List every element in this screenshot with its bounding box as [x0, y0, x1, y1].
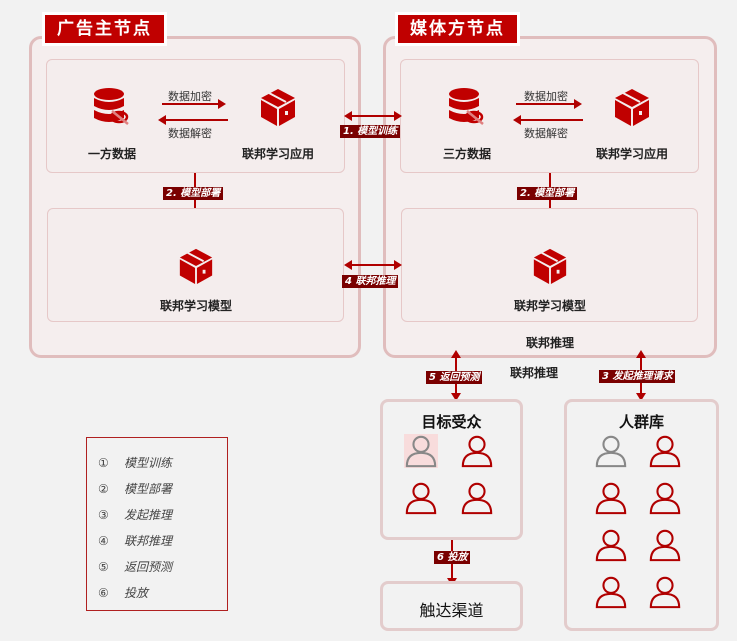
- user-icon: [594, 481, 628, 515]
- user-icon: [460, 481, 494, 515]
- advertiser-fl-app-label: 联邦学习应用: [241, 147, 314, 161]
- first-party-data-label: 一方数据: [87, 147, 136, 161]
- target-audience-panel: 目标受众: [380, 399, 523, 540]
- database-icon: [92, 87, 132, 127]
- step5-tag: 5 返回预测: [426, 371, 483, 384]
- user-icon: [404, 481, 438, 515]
- legend-item: ③ 发起推理: [98, 506, 172, 523]
- step4-tag: 4 联邦推理: [342, 275, 399, 288]
- decrypt-arrowhead: [158, 115, 166, 125]
- advertiser-node-title: 广告主节点: [42, 12, 167, 46]
- user-icon: [404, 434, 438, 468]
- media-fl-model-label: 联邦学习模型: [513, 299, 586, 313]
- legend-item: ① 模型训练: [98, 454, 172, 471]
- encrypt-arrowhead: [574, 99, 582, 109]
- fl-model-box-icon: [531, 245, 569, 287]
- legend-item: ⑥ 投放: [98, 584, 148, 601]
- crowd-pool-users: [594, 434, 694, 620]
- legend-item: ④ 联邦推理: [98, 532, 172, 549]
- legend-item: ② 模型部署: [98, 480, 172, 497]
- step1-arrowhead-left: [344, 111, 352, 121]
- step3-arrowhead-up: [636, 350, 646, 358]
- legend-item-number: ②: [98, 482, 109, 496]
- step3-tag: 3 发起推理请求: [599, 370, 676, 383]
- legend-item-number: ①: [98, 456, 109, 470]
- step1-connector: [350, 115, 394, 117]
- media-inference-label: 联邦推理: [525, 336, 574, 350]
- step4-connector: [350, 264, 394, 266]
- encrypt-label: 数据加密: [168, 90, 212, 103]
- decrypt-arrow: [520, 119, 583, 121]
- outer-inference-label: 联邦推理: [509, 366, 558, 380]
- legend-item-number: ③: [98, 508, 109, 522]
- step1-arrowhead-right: [394, 111, 402, 121]
- user-icon: [594, 575, 628, 609]
- decrypt-arrowhead: [513, 115, 521, 125]
- step4-arrowhead-right: [394, 260, 402, 270]
- decrypt-arrow: [165, 119, 228, 121]
- step4-arrowhead-left: [344, 260, 352, 270]
- encrypt-arrowhead: [218, 99, 226, 109]
- step3-arrowhead-down: [636, 393, 646, 401]
- fl-app-box-icon: [612, 86, 652, 128]
- step5-arrowhead-up: [451, 350, 461, 358]
- step2-tag-advertiser: 2. 模型部署: [163, 187, 224, 200]
- legend-item-number: ⑥: [98, 586, 109, 600]
- legend-item-number: ④: [98, 534, 109, 548]
- channel-title: 触达渠道: [419, 601, 484, 620]
- media-fl-app-label: 联邦学习应用: [595, 147, 668, 161]
- media-deploy-line: [549, 173, 551, 235]
- user-icon: [648, 434, 682, 468]
- legend-item-text: 发起推理: [124, 508, 173, 522]
- step5-arrowhead-down: [451, 393, 461, 401]
- user-icon: [594, 528, 628, 562]
- legend-item-text: 投放: [124, 586, 149, 600]
- fl-model-box-icon: [177, 245, 215, 287]
- user-icon: [648, 575, 682, 609]
- user-icon: [648, 481, 682, 515]
- target-audience-users: [404, 434, 508, 524]
- advertiser-fl-model-label: 联邦学习模型: [159, 299, 232, 313]
- target-audience-title: 目标受众: [421, 413, 482, 431]
- user-icon: [594, 434, 628, 468]
- advertiser-deploy-line: [194, 173, 196, 235]
- user-icon: [648, 528, 682, 562]
- database-icon: [447, 87, 487, 127]
- user-icon: [460, 434, 494, 468]
- decrypt-label: 数据解密: [524, 127, 568, 140]
- media-data-panel: [400, 59, 699, 173]
- media-node-title: 媒体方节点: [395, 12, 520, 46]
- encrypt-label: 数据加密: [524, 90, 568, 103]
- step2-tag-media: 2. 模型部署: [517, 187, 578, 200]
- encrypt-arrow: [516, 103, 576, 105]
- legend-item: ⑤ 返回预测: [98, 558, 172, 575]
- legend: [86, 437, 228, 611]
- legend-item-text: 返回预测: [124, 560, 173, 574]
- legend-item-number: ⑤: [98, 560, 109, 574]
- channel-panel: 触达渠道: [380, 581, 523, 631]
- third-party-data-label: 三方数据: [442, 147, 491, 161]
- legend-item-text: 模型训练: [124, 456, 173, 470]
- step1-tag: 1. 模型训练: [340, 125, 401, 138]
- fl-app-box-icon: [258, 86, 298, 128]
- crowd-pool-title: 人群库: [618, 413, 664, 431]
- encrypt-arrow: [162, 103, 220, 105]
- decrypt-label: 数据解密: [168, 127, 212, 140]
- step6-tag: 6 投放: [434, 551, 471, 564]
- legend-item-text: 模型部署: [124, 482, 173, 496]
- crowd-pool-panel: 人群库: [564, 399, 719, 631]
- legend-item-text: 联邦推理: [124, 534, 173, 548]
